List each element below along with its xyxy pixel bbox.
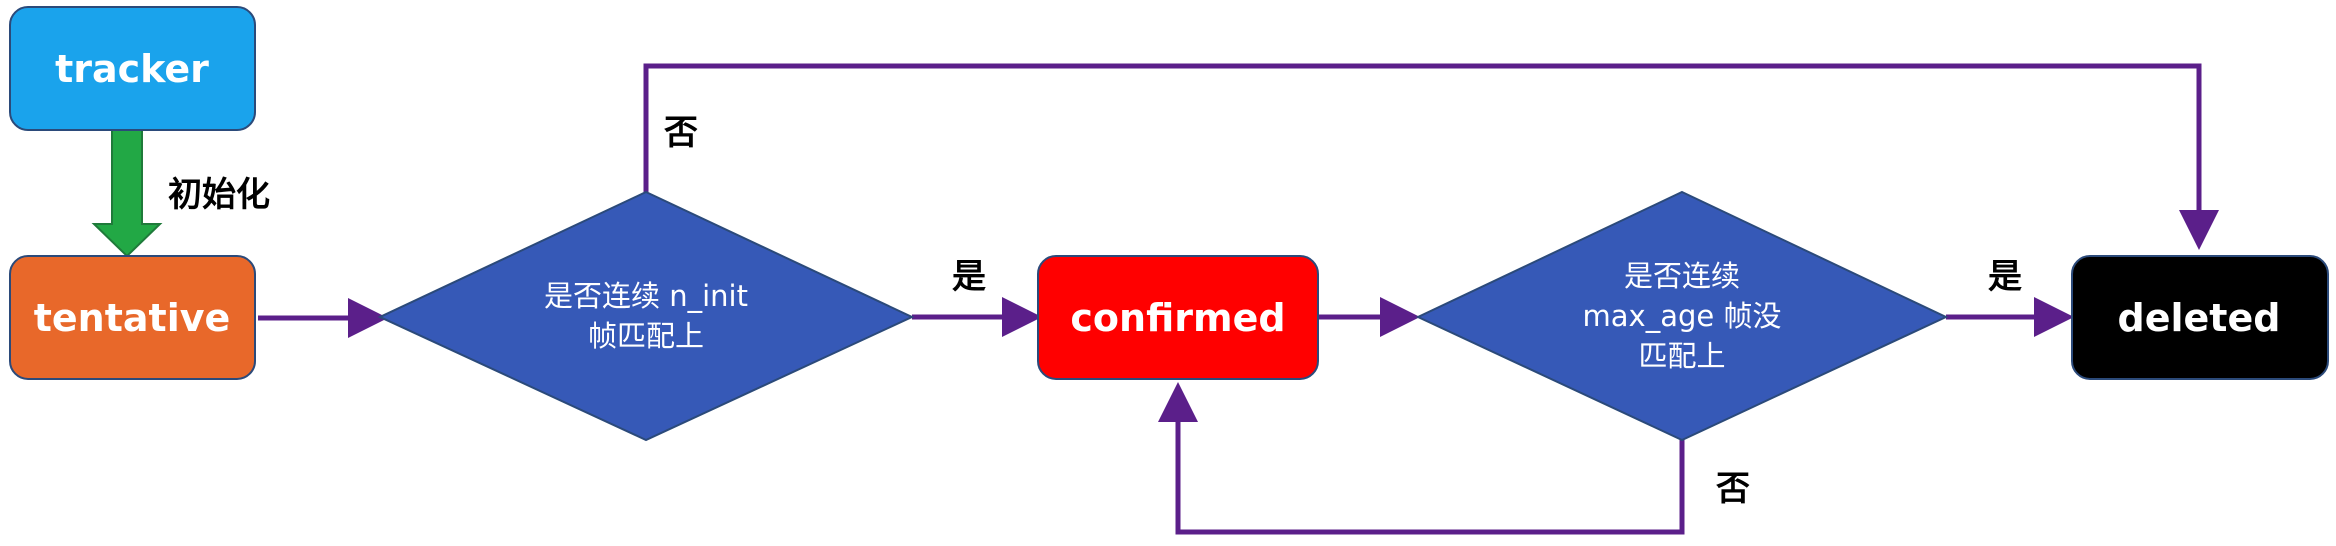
decision-n-init: 是否连续 n_init 帧匹配上: [377, 190, 915, 442]
node-tracker: tracker: [9, 6, 256, 131]
node-confirmed-label: confirmed: [1070, 296, 1285, 340]
decision-max-age-line2: max_age 帧没: [1583, 299, 1782, 333]
node-deleted-label: deleted: [2118, 296, 2281, 340]
node-confirmed: confirmed: [1037, 255, 1319, 380]
node-tracker-label: tracker: [55, 47, 209, 91]
node-deleted: deleted: [2071, 255, 2329, 380]
edge-label-d2-no: 否: [1716, 469, 1750, 509]
node-tentative-label: tentative: [34, 296, 231, 340]
edge-label-init: 初始化: [168, 175, 270, 215]
edge-label-d2-yes: 是: [1988, 257, 2022, 297]
edge-label-d1-no: 否: [664, 113, 698, 153]
decision-max-age-line1: 是否连续: [1624, 259, 1740, 293]
edge-label-d1-yes: 是: [952, 257, 986, 297]
decision-n-init-line1: 是否连续 n_init: [544, 279, 748, 313]
decision-max-age-line3: 匹配上: [1638, 339, 1725, 373]
init-arrow: [91, 129, 163, 258]
edge-d2-no-to-confirmed: [1158, 382, 1685, 535]
node-tentative: tentative: [9, 255, 256, 380]
edge-d1-no-to-deleted: [643, 63, 2219, 250]
decision-max-age: 是否连续 max_age 帧没 匹配上: [1415, 190, 1949, 442]
decision-n-init-line2: 帧匹配上: [588, 319, 704, 353]
